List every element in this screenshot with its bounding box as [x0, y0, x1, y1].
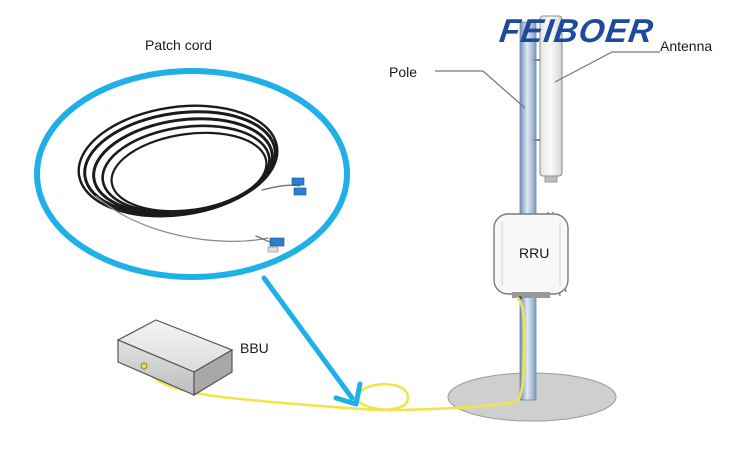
- bbu-unit: [118, 320, 232, 395]
- rru-label: RRU: [519, 245, 549, 261]
- feiboer-logo: FEIBOER: [498, 14, 656, 47]
- fiber-connector-icon: [268, 178, 306, 252]
- bbu-label: BBU: [240, 340, 269, 356]
- arrow-to-installation: [264, 278, 360, 404]
- patch-cord-label: Patch cord: [145, 37, 212, 53]
- pole-label: Pole: [389, 64, 417, 80]
- pole-leader-line: [435, 71, 525, 108]
- pole: [520, 22, 536, 400]
- antenna-leader-line: [555, 52, 660, 82]
- patch-cord-coil: [71, 94, 300, 244]
- antenna-label: Antenna: [660, 38, 712, 54]
